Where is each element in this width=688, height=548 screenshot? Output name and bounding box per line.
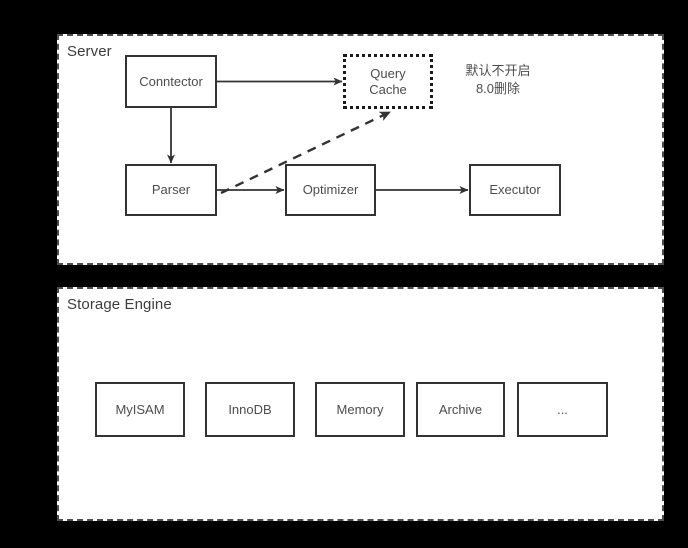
engine-box-memory[interactable]: Memory	[315, 382, 405, 437]
engine-box-myisam[interactable]: MyISAM	[95, 382, 185, 437]
node-query-cache[interactable]: Query Cache	[343, 54, 433, 109]
node-connector[interactable]: Conntector	[125, 55, 217, 108]
server-region-label: Server	[67, 43, 112, 60]
storage-engine-region-label: Storage Engine	[67, 296, 172, 313]
engine-box-more[interactable]: ...	[517, 382, 608, 437]
engine-box-archive[interactable]: Archive	[416, 382, 505, 437]
engine-box-innodb[interactable]: InnoDB	[205, 382, 295, 437]
node-executor[interactable]: Executor	[469, 164, 561, 216]
query-cache-annotation: 默认不开启 8.0删除	[465, 63, 531, 96]
node-optimizer[interactable]: Optimizer	[285, 164, 376, 216]
node-parser[interactable]: Parser	[125, 164, 217, 216]
